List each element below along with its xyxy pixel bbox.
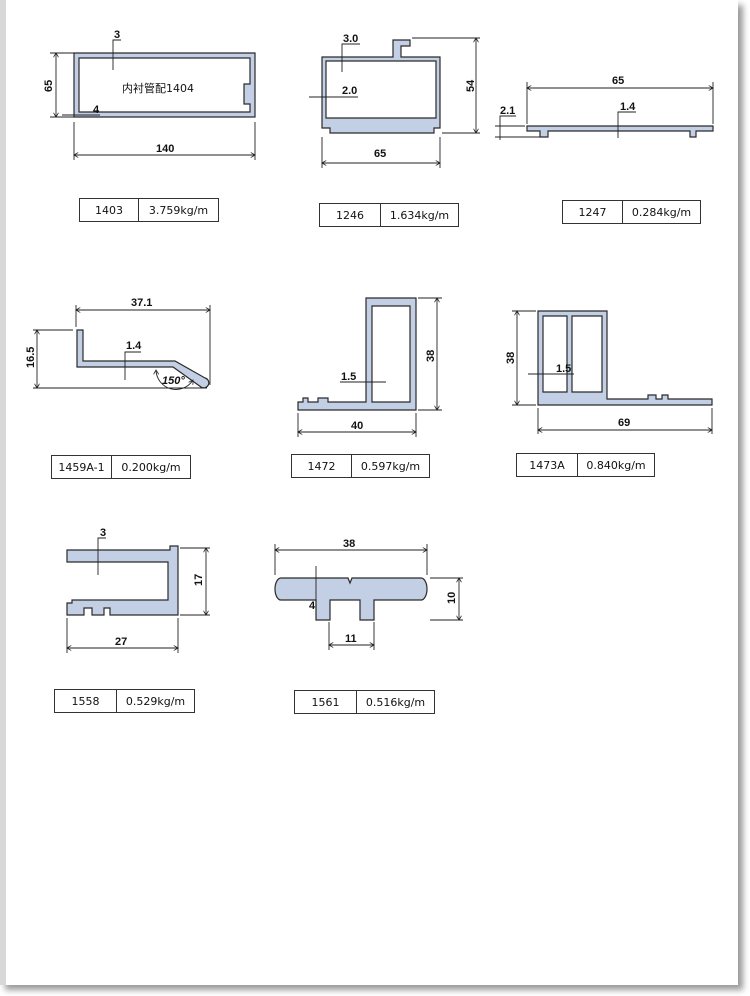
profile-weight: 0.516kg/m — [365, 695, 426, 709]
profile-code: 1247 — [563, 201, 623, 223]
profile-weight: 1.634kg/m — [389, 208, 450, 222]
profile-code: 1473A — [517, 454, 578, 476]
profile-1558-drawing: 17 27 3 — [67, 527, 210, 653]
spec-table-1459a-1: 1459A-1 0.200kg/m — [51, 455, 191, 479]
profile-code: 1246 — [320, 204, 381, 226]
dim-width: 38 — [343, 538, 355, 550]
dim-width: 69 — [618, 417, 630, 429]
profile-1561-drawing: 38 10 4 11 — [275, 538, 463, 650]
dim-thickness-lip: 2.1 — [500, 105, 515, 117]
dim-width: 27 — [115, 636, 127, 648]
dim-thickness: 1.4 — [620, 101, 636, 113]
profile-1247-drawing: 65 1.4 2.1 — [495, 75, 713, 140]
profile-code: 1472 — [292, 455, 352, 477]
profile-1246-drawing: 65 54 3.0 2.0 — [309, 33, 480, 168]
dim-stem-spacing: 11 — [345, 633, 357, 645]
profile-1459a-1-drawing: 37.1 16.5 1.4 150° — [25, 297, 210, 390]
dim-thickness-side: 4 — [93, 104, 100, 116]
profile-code: 1558 — [55, 690, 117, 712]
spec-table-1247: 1247 0.284kg/m — [562, 200, 701, 224]
dim-width: 65 — [374, 148, 386, 160]
profile-weight: 3.759kg/m — [148, 203, 209, 217]
spec-table-1403: 1403 3.759kg/m — [79, 198, 219, 222]
dim-thickness: 1.5 — [341, 371, 356, 383]
dim-thickness: 1.5 — [556, 363, 571, 375]
dim-width: 37.1 — [131, 297, 152, 309]
profile-1403-drawing: 内衬管配1404 65 3 4 140 — [43, 29, 255, 160]
dim-thickness: 1.4 — [126, 340, 142, 352]
profile-code: 1561 — [295, 691, 357, 713]
profile-1472-drawing: 38 40 1.5 — [298, 298, 442, 437]
dim-width: 40 — [351, 420, 363, 432]
dim-thickness-top: 3.0 — [343, 33, 358, 45]
dim-height: 54 — [465, 79, 477, 92]
dim-height: 10 — [446, 592, 458, 604]
spec-table-1561: 1561 0.516kg/m — [294, 690, 435, 714]
dim-thickness-top: 3 — [114, 29, 120, 41]
spec-table-1246: 1246 1.634kg/m — [319, 203, 459, 227]
dim-angle: 150° — [162, 375, 185, 387]
dim-height: 16.5 — [25, 347, 37, 368]
dim-height: 38 — [505, 352, 517, 364]
dim-height: 38 — [425, 350, 437, 362]
profile-weight: 0.840kg/m — [586, 458, 646, 472]
profile-weight: 0.284kg/m — [631, 205, 692, 219]
profile-1473a-drawing: 38 69 1.5 — [505, 311, 712, 434]
dim-height: 17 — [193, 574, 205, 586]
dim-thickness: 3 — [100, 527, 106, 539]
profile-code: 1459A-1 — [52, 456, 112, 478]
profile-weight: 0.529kg/m — [125, 694, 186, 708]
dim-width: 65 — [612, 75, 624, 87]
dim-thickness: 4 — [309, 600, 316, 612]
spec-table-1472: 1472 0.597kg/m — [291, 454, 430, 478]
dim-thickness-side: 2.0 — [342, 85, 357, 97]
profile-weight: 0.200kg/m — [121, 460, 181, 474]
profile-weight: 0.597kg/m — [360, 459, 421, 473]
spec-table-1473a: 1473A 0.840kg/m — [516, 453, 655, 477]
profile-note: 内衬管配1404 — [122, 81, 194, 95]
profile-code: 1403 — [80, 199, 139, 221]
spec-table-1558: 1558 0.529kg/m — [54, 689, 195, 713]
dim-height: 65 — [43, 80, 55, 92]
dim-width: 140 — [156, 143, 174, 155]
